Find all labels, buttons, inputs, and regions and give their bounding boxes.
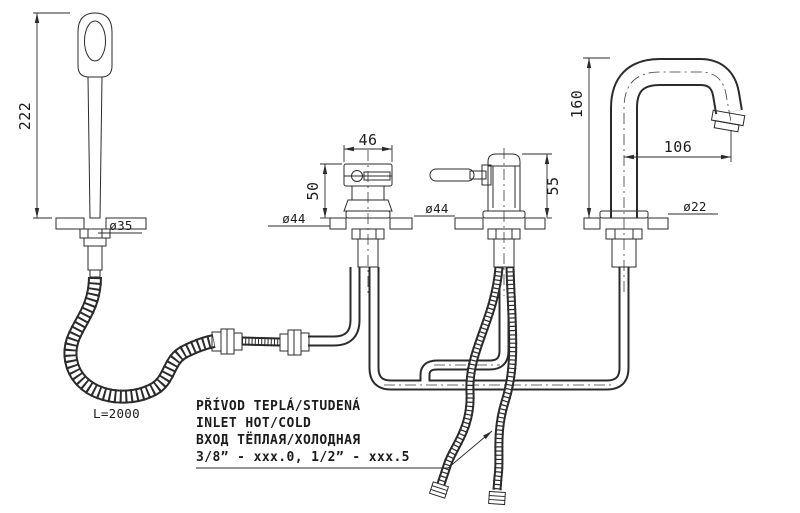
mixer-group	[429, 148, 526, 296]
note-line-1: PŘÍVOD TEPLÁ/STUDENÁ	[196, 398, 361, 414]
union-fitting-left	[211, 328, 243, 355]
dim-50-label: 50	[304, 181, 322, 200]
hose-end-nut-right	[488, 490, 506, 506]
shower-deck-left	[55, 217, 85, 230]
handshower-head	[77, 12, 113, 78]
mixer-deck-left	[454, 217, 484, 230]
dim-106-label: 106	[664, 138, 693, 156]
dia-44-valve-label: ø44	[282, 211, 305, 226]
union-fitting-right	[279, 329, 310, 356]
valve-deck-left	[329, 217, 347, 230]
note-leader-arrow	[196, 430, 493, 469]
note-line-2: INLET HOT/COLD	[196, 416, 311, 431]
deck-plates-group	[55, 217, 669, 278]
note-line-3: ВХОД ТЁПЛАЯ/ХОЛОДНАЯ	[196, 432, 361, 448]
shower-nut-2	[83, 237, 107, 247]
spout-deck-left	[583, 217, 601, 230]
dimensions-group: 222 ø35 L=2000 46 50 ø44 ø44 55 160 106	[16, 12, 732, 421]
note-line-4: 3/8” - xxx.0, 1/2” - xxx.5	[196, 450, 410, 465]
valve-shank	[357, 238, 379, 268]
dia-35-label: ø35	[109, 218, 132, 233]
shower-shank	[87, 245, 103, 271]
dim-46-label: 46	[358, 131, 377, 149]
shower-hose-group	[63, 276, 216, 404]
mixer-escutcheon	[482, 210, 526, 219]
mixer-lever-grip	[429, 168, 475, 182]
dim-160-label: 160	[568, 90, 586, 119]
inlet-hoses-group	[428, 266, 518, 506]
valve-deck-right	[389, 217, 413, 230]
valve-base	[343, 199, 393, 212]
spout-escutcheon	[599, 210, 649, 219]
mixer-body	[487, 153, 521, 212]
valve-knob-button	[351, 170, 363, 182]
handshower-group	[77, 12, 113, 219]
pipes-group	[308, 267, 630, 391]
valve-escutcheon	[345, 210, 391, 219]
handshower-handle	[87, 76, 103, 219]
spray-face	[84, 20, 106, 62]
spout-shank	[611, 238, 637, 268]
spout-centerline	[623, 71, 732, 292]
dia-22-label: ø22	[683, 199, 706, 214]
mixer-lever-pivot	[481, 164, 492, 186]
shower-deck-right	[105, 217, 147, 230]
dim-55-label: 55	[544, 176, 562, 195]
note-group: PŘÍVOD TEPLÁ/STUDENÁ INLET HOT/COLD ВХОД…	[196, 398, 493, 469]
mixer-deck-right	[524, 217, 546, 230]
mixer-lever-stem	[469, 170, 487, 180]
spout-group	[599, 58, 746, 292]
valve-knob-bar	[363, 171, 391, 181]
dim-222-label: 222	[16, 102, 34, 131]
spout-nozzle	[710, 109, 746, 133]
mixer-shank	[493, 238, 515, 268]
diverter-valve-group	[343, 150, 393, 296]
dia-44-mixer-label: ø44	[425, 201, 448, 216]
hose-length-label: L=2000	[93, 406, 140, 421]
hose-end-nut-left	[428, 481, 450, 499]
shower-locknut	[79, 228, 111, 239]
spout-deck-right	[647, 217, 669, 230]
shower-hose-connector	[89, 269, 101, 278]
hose-fittings-group	[211, 328, 310, 356]
